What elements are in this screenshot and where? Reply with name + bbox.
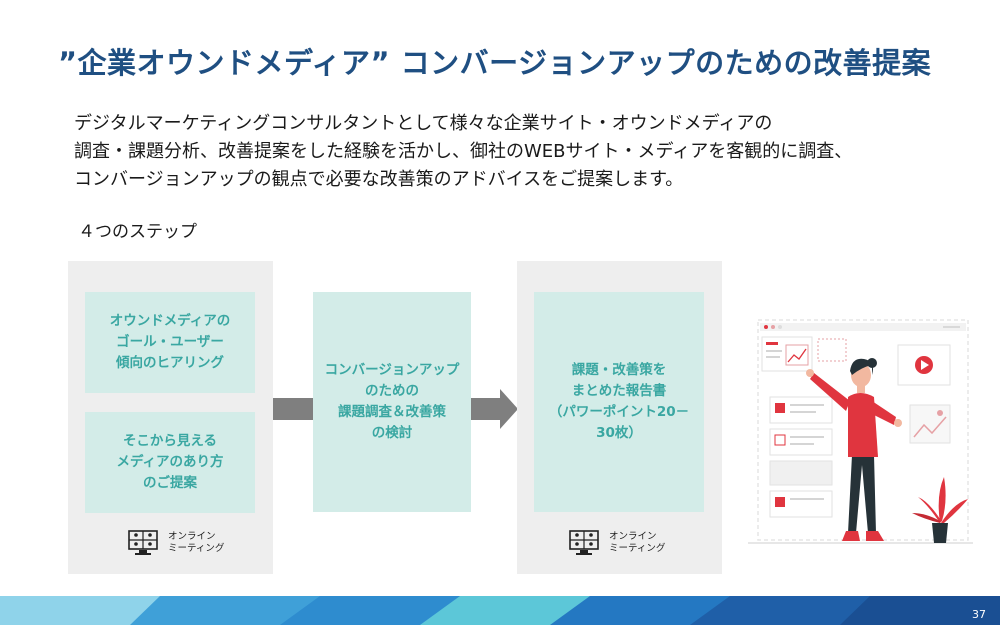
slide-title: ”企業オウンドメディア” コンバージョンアップのための改善提案 xyxy=(58,46,932,80)
online-meeting-icon xyxy=(128,530,158,555)
intro-line-2: 調査・課題分析、改善提案をした経験を活かし、御社のWEBサイト・メディアを客観的… xyxy=(74,141,853,162)
step3-text: 課題・改善策を まとめた報告書 （パワーポイント20－ 30枚） xyxy=(548,362,690,441)
footer-band xyxy=(0,596,1000,625)
step1-proposal-text: そこから見える メディアのあり方 のご提案 xyxy=(116,433,224,491)
step2-box: コンバージョンアップ のための 課題調査＆改善策 の検討 xyxy=(313,292,471,512)
arrow-right-icon xyxy=(273,398,313,420)
step3-meeting-label: オンライン ミーティング xyxy=(609,531,666,554)
steps-heading: ４つのステップ xyxy=(78,222,197,242)
step1-proposal-box: そこから見える メディアのあり方 のご提案 xyxy=(85,412,255,513)
step1-meeting: オンライン ミーティング xyxy=(128,530,224,556)
step1-hearing-text: オウンドメディアの ゴール・ユーザー 傾向のヒアリング xyxy=(109,313,231,371)
step3-box: 課題・改善策を まとめた報告書 （パワーポイント20－ 30枚） xyxy=(534,292,704,512)
page-number: 37 xyxy=(972,608,986,621)
online-meeting-icon xyxy=(569,530,599,555)
arrow-right-icon xyxy=(471,389,518,429)
step2-text: コンバージョンアップ のための 課題調査＆改善策 の検討 xyxy=(324,362,460,441)
step3-meeting: オンライン ミーティング xyxy=(569,530,665,556)
step1-meeting-label: オンライン ミーティング xyxy=(168,531,225,554)
intro-line-3: コンバージョンアップの観点で必要な改善策のアドバイスをご提案します。 xyxy=(74,169,684,190)
intro-line-1: デジタルマーケティングコンサルタントとして様々な企業サイト・オウンドメディアの xyxy=(74,113,773,134)
presenter-illustration xyxy=(748,319,973,544)
step1-hearing-box: オウンドメディアの ゴール・ユーザー 傾向のヒアリング xyxy=(85,292,255,393)
intro-text: デジタルマーケティングコンサルタントとして様々な企業サイト・オウンドメディアの … xyxy=(74,110,852,194)
